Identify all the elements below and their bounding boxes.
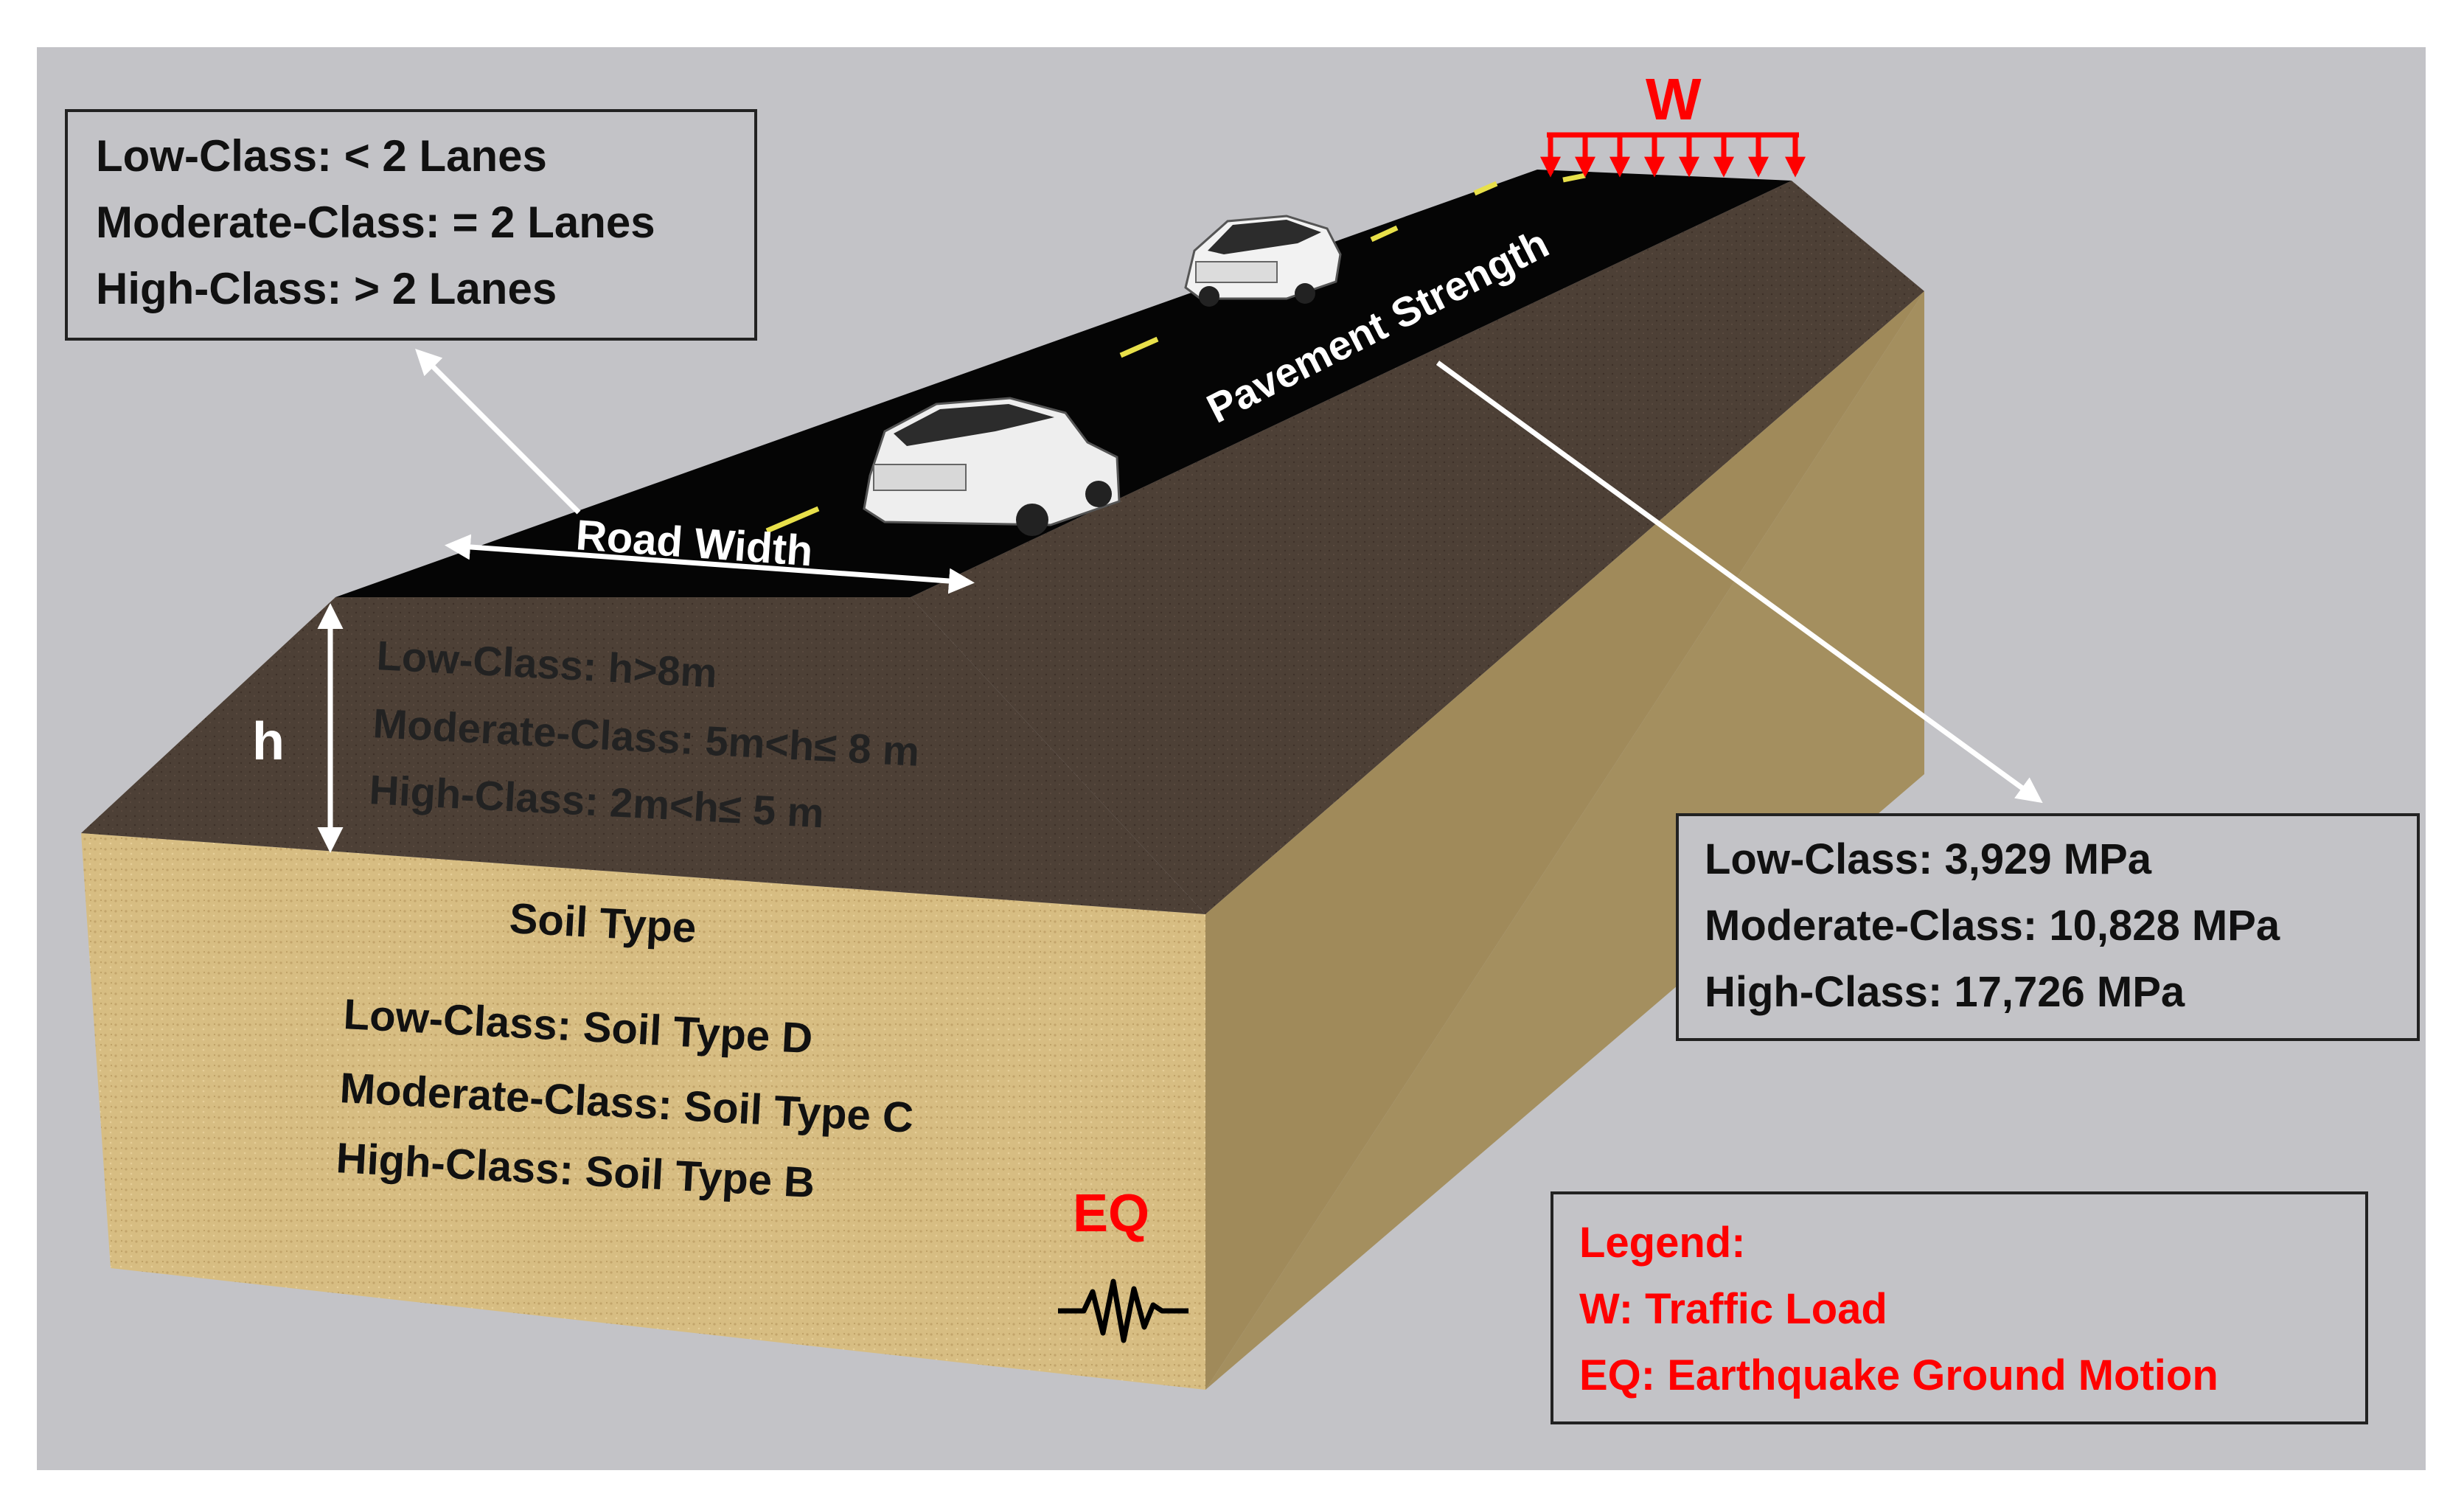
embankment-right-slope [911, 181, 1924, 914]
car-icon [863, 397, 1121, 536]
embankment-cross-section [81, 597, 1205, 914]
legend-box [1551, 1191, 2368, 1424]
road-width-class-low: Low-Class: < 2 Lanes [96, 131, 547, 181]
road-width-arrow [445, 534, 975, 594]
legend-item-earthquake: EQ: Earthquake Ground Motion [1579, 1351, 2218, 1399]
seismic-wave-icon [1058, 1278, 1189, 1343]
road-width-pointer [415, 349, 581, 515]
pavement-class-moderate: Moderate-Class: 10,828 MPa [1705, 902, 2280, 950]
traffic-load-symbol: W [1646, 66, 1702, 132]
legend-title: Legend: [1579, 1219, 1746, 1267]
pavement-pointer [1435, 361, 2043, 804]
road-width-class-high: High-Class: > 2 Lanes [96, 264, 557, 313]
road-width-class-box [65, 109, 757, 341]
pavement-class-high: High-Class: 17,726 MPa [1705, 968, 2185, 1016]
car-icon [1184, 215, 1342, 307]
road-width-class-moderate: Moderate-Class: = 2 Lanes [96, 198, 655, 247]
embankment-right-slope-lower [1205, 291, 1924, 1390]
road-surface [335, 170, 1792, 597]
pavement-class-low: Low-Class: 3,929 MPa [1705, 835, 2152, 883]
legend-item-traffic-load: W: Traffic Load [1579, 1285, 1887, 1333]
distributed-load-arrows [1540, 132, 1806, 178]
soil-block-front [81, 833, 1205, 1390]
height-symbol: h [252, 712, 285, 771]
pavement-strength-class-box [1676, 813, 2420, 1041]
eq-symbol: EQ [1073, 1184, 1149, 1243]
soil-type-title: Soil Type [508, 894, 697, 952]
